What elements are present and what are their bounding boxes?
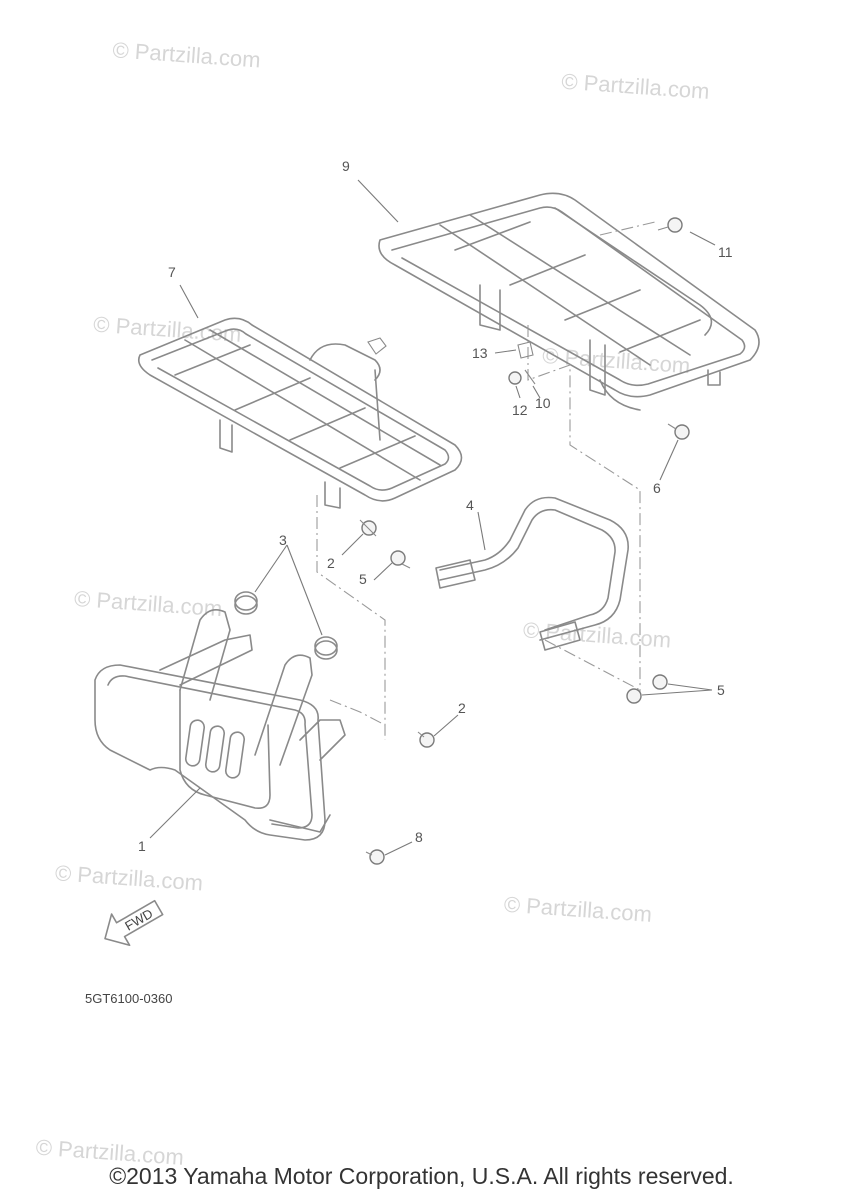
alignment-lines [316,221,656,740]
bolt-icon [652,674,668,690]
front-bumper-part-1 [94,609,346,841]
rear-carrier-part-9 [378,192,760,411]
clip-icon [517,341,534,359]
bolt-icon [359,519,377,537]
nut-icon [508,371,522,385]
callout-13: 13 [472,345,488,361]
pin-icon [524,369,536,385]
fwd-arrow-icon: FWD [104,899,164,947]
diagram-code: 5GT6100-0360 [85,991,172,1006]
callout-12: 12 [512,402,528,418]
callout-7: 7 [168,264,176,280]
bolt-icon [417,731,435,748]
callout-10: 10 [535,395,551,411]
callout-5: 5 [359,571,367,587]
callout-4: 4 [466,497,474,513]
callout-11: 11 [718,244,733,260]
fwd-label: FWD [122,906,155,934]
watermark: © Partzilla.com [54,860,204,895]
leader-lines [149,179,716,856]
callouts: 9 11 7 13 12 10 6 4 2 5 3 2 5 8 1 [138,158,733,854]
watermark: © Partzilla.com [93,312,243,347]
callout-2: 2 [327,555,335,571]
watermark: © Partzilla.com [112,37,262,72]
watermark: © Partzilla.com [561,69,711,104]
grommets-part-3 [234,591,338,660]
watermark: © Partzilla.com [73,586,223,621]
bolt-icon [657,217,683,233]
bolt-icon [667,423,690,440]
fasteners [359,217,690,865]
callout-5: 5 [717,682,725,698]
copyright-notice: ©2013 Yamaha Motor Corporation, U.S.A. A… [109,1163,734,1189]
callout-3: 3 [279,532,287,548]
bolt-icon [365,849,385,865]
rear-bar-part-4 [435,496,629,651]
callout-8: 8 [415,829,423,845]
callout-9: 9 [342,158,350,174]
front-carrier-part-7 [137,317,463,509]
bolt-icon [626,688,642,704]
callout-1: 1 [138,838,146,854]
callout-6: 6 [653,480,661,496]
bolt-icon [390,550,411,569]
callout-2: 2 [458,700,466,716]
watermark: © Partzilla.com [503,892,653,927]
